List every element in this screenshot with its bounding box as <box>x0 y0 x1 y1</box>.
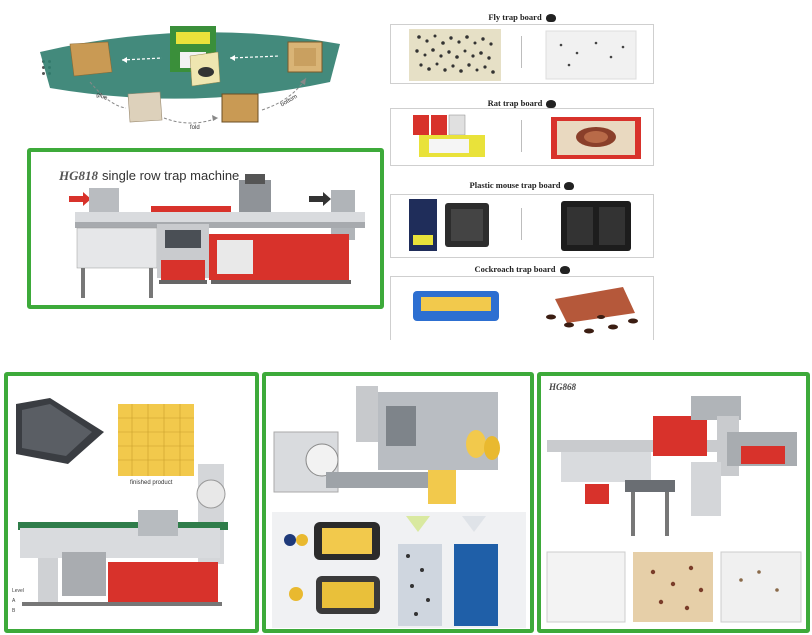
catalog-item-title: Rat trap board <box>390 98 654 109</box>
input-arrow-icon <box>69 192 91 206</box>
catalog-item-title: Plastic mouse trap board <box>390 180 654 191</box>
machine-panel-title: HG818 single row trap machine <box>59 168 239 184</box>
hg868-machine-panel[interactable]: HG868 <box>537 372 810 633</box>
trap-board-catalog: Fly trap board <box>378 0 660 340</box>
machine-model: HG818 <box>59 168 98 183</box>
spec-list-item: B <box>12 608 16 614</box>
catalog-item-image-box <box>390 24 654 84</box>
divider <box>521 208 522 240</box>
plastic-mouse-trap-images <box>409 199 631 251</box>
rat-icon <box>546 100 557 109</box>
cockroach-icon <box>559 266 570 275</box>
machine-description: single row trap machine <box>102 168 240 183</box>
spec-list-item: Level <box>12 588 24 594</box>
catalog-item-fly-trap[interactable]: Fly trap board <box>390 8 654 84</box>
finished-product-machine-panel[interactable]: finished product Level A B <box>4 372 259 633</box>
cockroach-trap-images <box>413 287 638 334</box>
panel-b-machine-image <box>272 386 526 628</box>
spec-list-item: A <box>12 598 16 604</box>
hg818-machine-image <box>69 174 365 298</box>
output-arrow-icon <box>309 192 331 206</box>
catalog-item-image-box <box>390 276 654 340</box>
catalog-item-rat-trap[interactable]: Rat trap board <box>390 94 654 166</box>
fly-icon <box>545 14 556 23</box>
process-illustration <box>40 26 340 124</box>
panel-c-machine-image <box>546 396 802 623</box>
machine-model: HG868 <box>549 382 576 392</box>
fly-trap-board-images <box>409 29 637 81</box>
spec-list: Level A B <box>12 588 24 614</box>
yellow-sticky-trap-machine-panel[interactable] <box>262 372 534 633</box>
catalog-item-title: Fly trap board <box>390 12 654 23</box>
fold-label: fold <box>190 125 200 131</box>
catalog-item-title: Cockroach trap board <box>390 264 654 275</box>
trap-folding-process-diagram: glue fold bottom <box>30 22 350 140</box>
panel-a-machine-image <box>16 398 228 606</box>
catalog-item-plastic-mouse-trap[interactable]: Plastic mouse trap board <box>390 180 654 258</box>
rat-trap-board-images <box>413 114 641 159</box>
divider <box>521 36 522 68</box>
divider <box>521 120 522 152</box>
hg818-machine-panel[interactable]: HG818 single row trap machine <box>27 148 384 309</box>
catalog-item-image-box <box>390 194 654 258</box>
finished-product-label: finished product <box>130 480 173 486</box>
mouse-icon <box>564 182 575 191</box>
catalog-item-cockroach-trap[interactable]: Cockroach trap board <box>390 264 654 340</box>
catalog-item-image-box <box>390 108 654 166</box>
